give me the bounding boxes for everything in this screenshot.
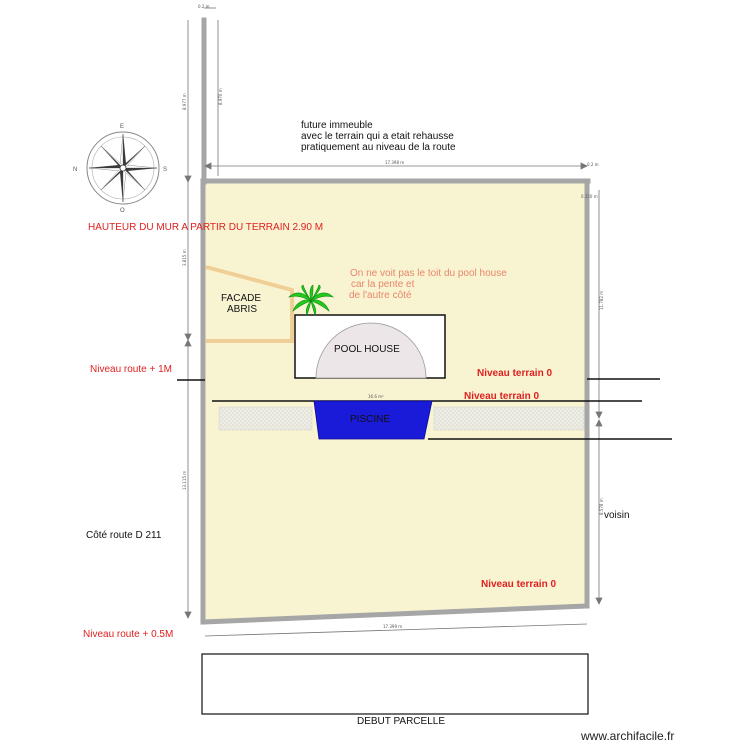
- abris-label: ABRIS: [227, 304, 257, 315]
- parcel-start-area: [201, 653, 589, 715]
- future-building-note-3: pratiquement au niveau de la route: [301, 142, 456, 153]
- terrain-level-label-3: Niveau terrain 0: [481, 579, 556, 590]
- compass-rose-icon: [86, 131, 160, 205]
- watermark: www.archifacile.fr: [580, 729, 674, 743]
- compass-north: N: [73, 167, 77, 173]
- compass-south: S: [163, 167, 167, 173]
- swimming-pool: [313, 400, 433, 440]
- dim-pool: 16.6 m²: [368, 394, 384, 399]
- dim-left-upper: 8.977 m: [182, 93, 187, 110]
- neighbour-label: voisin: [604, 510, 630, 521]
- dimension-lines: [184, 7, 603, 637]
- paving-left: [218, 406, 313, 431]
- pool-house-label: POOL HOUSE: [334, 344, 400, 355]
- roof-note-3: de l'autre côté: [349, 290, 412, 301]
- road-level-1m-label: Niveau route + 1M: [90, 364, 172, 375]
- dim-right-lower: 8.578 m: [599, 498, 604, 515]
- road-side-label: Côté route D 211: [86, 530, 162, 541]
- palm-tree-icon: [288, 284, 334, 316]
- dim-left-lower: 13.115 m: [182, 471, 187, 490]
- parcel-start-label: DEBUT PARCELLE: [357, 716, 445, 727]
- dim-bottom-wall: 17.399 m: [383, 624, 402, 629]
- compass-west: O: [120, 208, 125, 214]
- bottom-wall: [200, 603, 590, 625]
- dim-right-upper: 11.782 m: [599, 291, 604, 310]
- wall-height-note: HAUTEUR DU MUR A PARTIR DU TERRAIN 2.90 …: [88, 222, 323, 233]
- dim-left-upper-inner: 8.970 m: [218, 88, 223, 105]
- facade-label: FACADE: [221, 293, 261, 304]
- dim-top-right-small: 0.2 m: [587, 162, 599, 167]
- dim-top-wall: 17.398 m: [385, 160, 404, 165]
- dim-right-top-small: 0.150 m: [581, 194, 598, 199]
- roof-note-1: On ne voit pas le toit du pool house: [350, 268, 507, 279]
- future-building-note-2: avec le terrain qui a etait rehausse: [301, 131, 454, 142]
- perimeter-walls: [200, 17, 591, 625]
- pool-house-dome: [315, 322, 427, 379]
- terrain-level-label-2: Niveau terrain 0: [464, 391, 539, 402]
- dim-top-stub: 0.2 m: [198, 4, 210, 9]
- pool-label: PISCINE: [350, 414, 390, 425]
- paving-right: [433, 406, 585, 431]
- future-building-note-1: future immeuble: [301, 120, 373, 131]
- abri-facade-outline: [205, 265, 294, 343]
- compass-east: E: [120, 124, 124, 130]
- road-level-05m-label: Niveau route + 0.5M: [83, 629, 173, 640]
- dim-left-middle: 3.815 m: [182, 249, 187, 266]
- roof-note-2: car la pente et: [351, 279, 415, 290]
- terrain-level-label-1: Niveau terrain 0: [477, 368, 552, 379]
